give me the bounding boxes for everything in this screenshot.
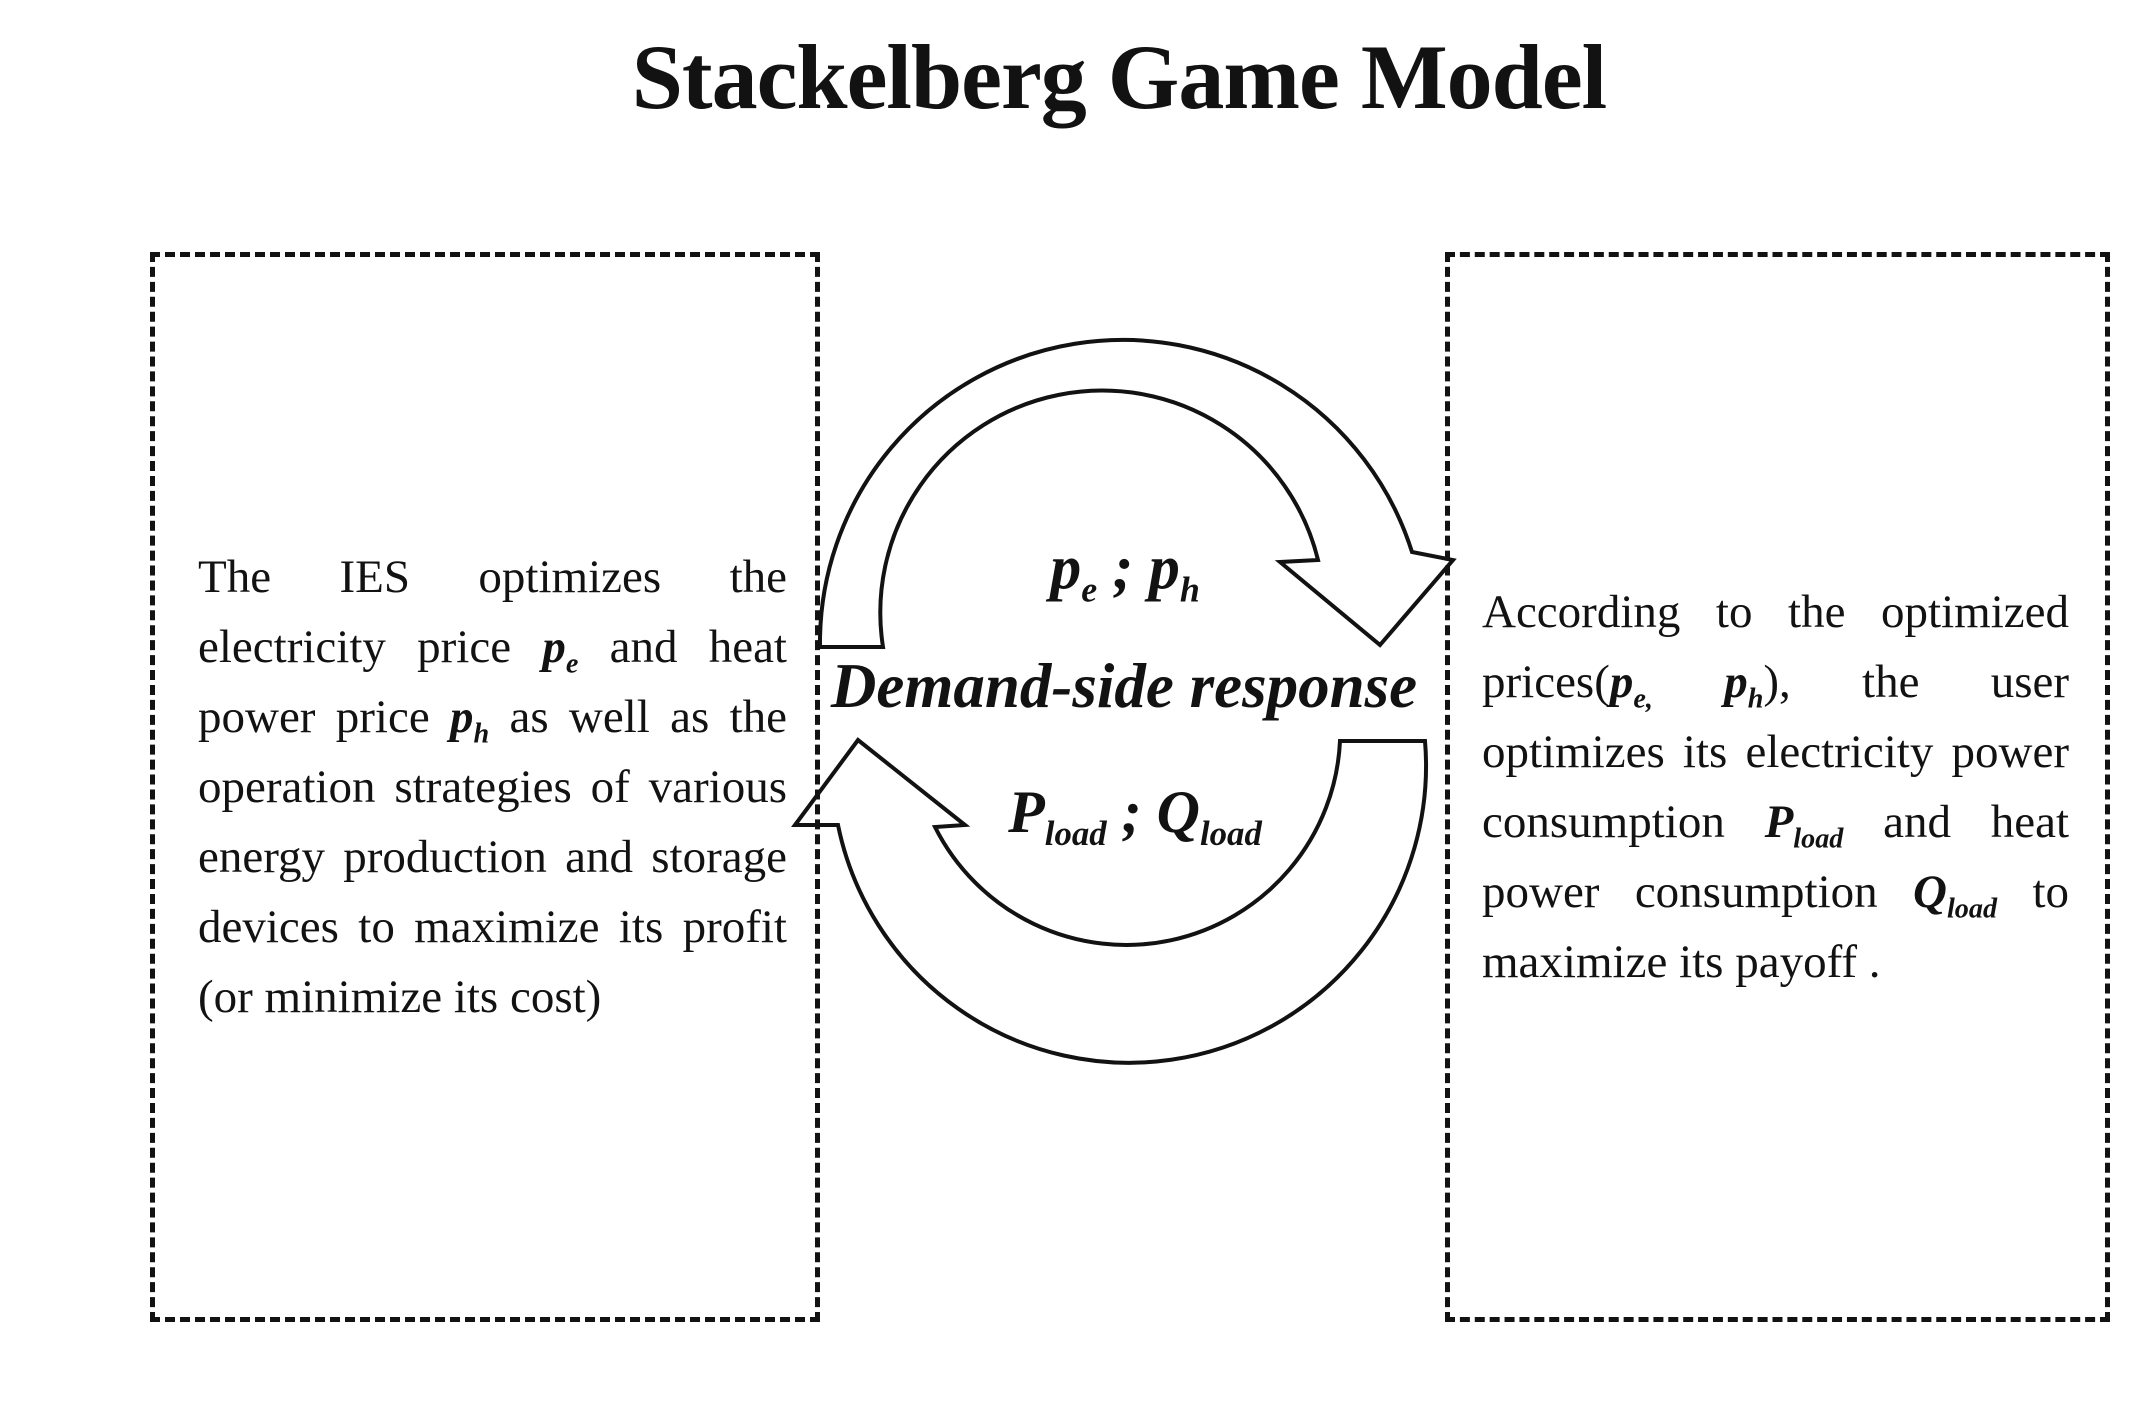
var-pload-sub: load	[1793, 823, 1844, 855]
separator: ;	[1106, 779, 1157, 845]
var-ph-sub: h	[1747, 683, 1764, 715]
var-qload-base: Q	[1156, 779, 1200, 845]
var-qload-sub: load	[1946, 893, 1998, 925]
var-pload: Pload	[1764, 796, 1844, 853]
var-qload-sub: load	[1199, 814, 1262, 853]
var-pload-base: P	[1764, 796, 1794, 848]
var-pload-base: P	[1008, 779, 1045, 845]
ies-text-1: The IES optimizes the electricity price	[198, 551, 787, 673]
load-flow-arrow	[791, 737, 1429, 1065]
var-pload-sub: load	[1044, 814, 1107, 853]
ies-text-3: as well as the operation strategies of v…	[198, 691, 787, 1023]
var-ph-base: p	[1724, 656, 1748, 708]
user-text-1: According to the optimized prices(	[1482, 586, 2069, 708]
var-qload: Qload	[1913, 866, 1997, 923]
var-pe-sub: e	[565, 648, 579, 680]
price-signal-label: pe ; ph	[1010, 533, 1240, 607]
ies-description: The IES optimizes the electricity price …	[198, 542, 787, 1032]
var-ph: ph	[449, 691, 489, 748]
var-ph-base: p	[449, 691, 474, 743]
user-text-5: to maximize its payoff .	[1482, 866, 2069, 988]
var-pe: pe	[542, 621, 578, 678]
user-text-3: ), the user optimizes its electricity po…	[1482, 656, 2069, 848]
var-ph-sub: h	[1179, 569, 1200, 610]
var-pe-base: p	[542, 621, 566, 673]
cycle-arrows-graphic	[791, 337, 1457, 1065]
var-ph-base: p	[1148, 534, 1180, 602]
load-signal-label: Pload ; Qload	[970, 778, 1300, 851]
page-title: Stackelberg Game Model	[631, 26, 1607, 128]
user-text-2	[1653, 656, 1724, 708]
var-qload-base: Q	[1913, 866, 1947, 918]
user-text-4: and heat power consumption	[1482, 796, 2070, 918]
separator: ;	[1097, 534, 1149, 602]
ies-box: The IES optimizes the electricity price …	[150, 252, 820, 1322]
ies-text-2: and heat power price	[198, 621, 787, 743]
var-pe: pe,	[1609, 656, 1653, 713]
demand-side-response-label: Demand-side response	[830, 651, 1418, 721]
var-ph: ph	[1724, 656, 1763, 713]
var-ph-sub: h	[473, 718, 490, 750]
var-pe-sub: e,	[1633, 683, 1653, 715]
var-pe-base: p	[1609, 656, 1634, 708]
price-flow-arrow	[817, 337, 1457, 649]
user-box: According to the optimized prices(pe, ph…	[1445, 252, 2110, 1322]
var-pe-base: p	[1050, 534, 1082, 602]
var-pe-sub: e	[1081, 569, 1098, 610]
user-description: According to the optimized prices(pe, ph…	[1482, 577, 2069, 997]
